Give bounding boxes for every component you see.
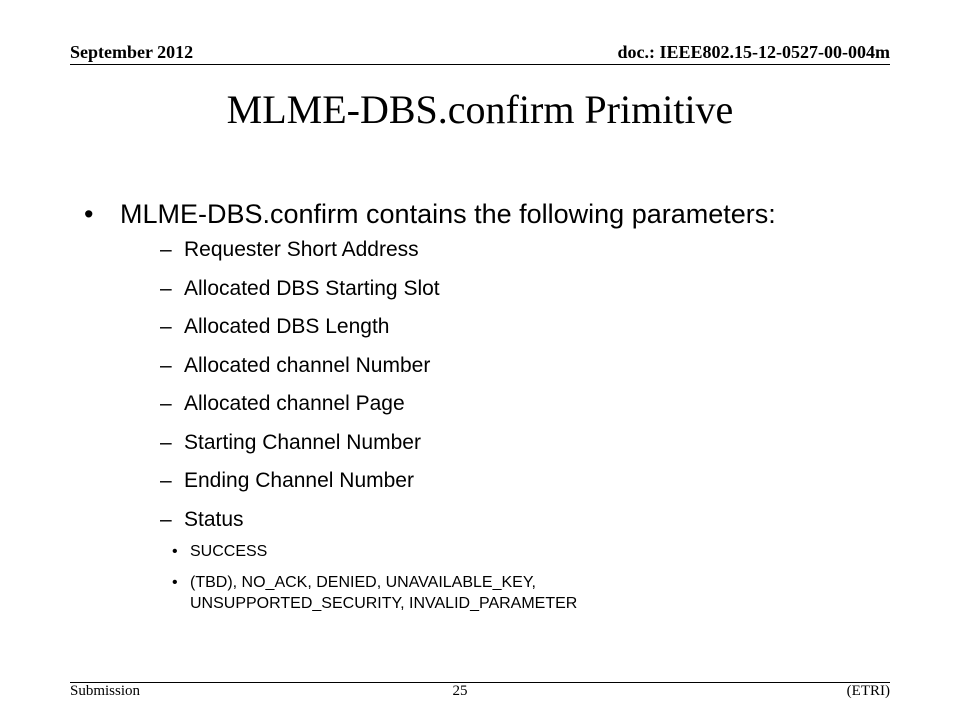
slide-title: MLME-DBS.confirm Primitive (226, 87, 734, 132)
dash-icon: – (160, 507, 172, 531)
footer-org: (ETRI) (846, 683, 890, 699)
header-doc-id: doc.: IEEE802.15-12-0527-00-004m (617, 42, 891, 62)
bullet-icon: • (172, 543, 178, 560)
header-rule (70, 64, 890, 65)
parameter-text: Allocated DBS Starting Slot (184, 276, 440, 300)
dash-icon: – (160, 469, 172, 492)
parameter-text: Allocated DBS Length (184, 315, 390, 338)
parameter-text: Requester Short Address (184, 238, 419, 261)
parameter-text: Ending Channel Number (184, 469, 414, 492)
parameter-text: Allocated channel Number (184, 353, 431, 377)
dash-icon: – (160, 353, 172, 377)
bullet-icon: • (172, 574, 178, 591)
dash-icon: – (160, 276, 172, 300)
footer-page-number: 25 (452, 683, 468, 699)
parameter-text: Allocated channel Page (184, 392, 405, 415)
main-bullet-text: MLME-DBS.confirm contains the following … (120, 199, 776, 229)
header-date: September 2012 (70, 42, 194, 62)
parameter-text: Starting Channel Number (184, 430, 421, 454)
dash-icon: – (160, 315, 172, 338)
main-bullet: • MLME-DBS.confirm contains the followin… (84, 196, 776, 232)
status-value-item: • (TBD), NO_ACK, DENIED, UNAVAILABLE_KEY,… (172, 572, 577, 614)
status-value-text: SUCCESS (190, 543, 268, 560)
footer-submission: Submission (70, 683, 141, 699)
footer-rule (70, 682, 890, 683)
parameter-text: Status (184, 507, 244, 531)
dash-icon: – (160, 392, 172, 415)
dash-icon: – (160, 430, 172, 454)
bullet-icon: • (84, 199, 94, 229)
dash-icon: – (160, 238, 172, 261)
status-value-text: (TBD), NO_ACK, DENIED, UNAVAILABLE_KEY, … (190, 574, 578, 612)
status-value-list: • SUCCESS • (TBD), NO_ACK, DENIED, UNAVAIL… (172, 541, 577, 624)
status-value-item: • SUCCESS (172, 541, 577, 562)
